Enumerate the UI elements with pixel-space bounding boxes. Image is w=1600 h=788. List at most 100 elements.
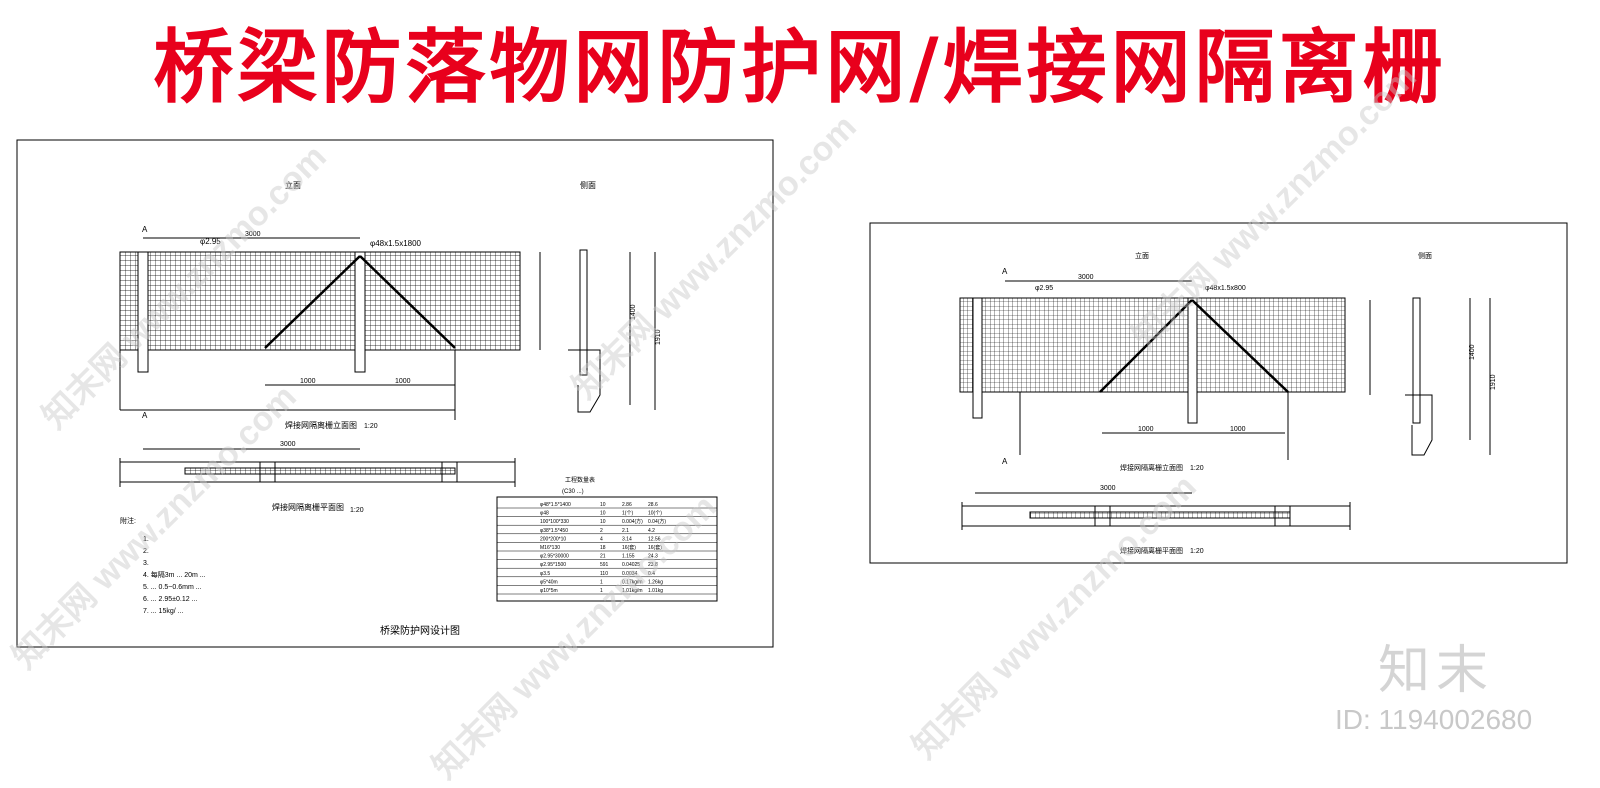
table-cell: 0.4 [648,571,655,577]
table-cell: φ2.95*30000 [540,554,569,560]
svg-text:焊接网隔离栅立面图: 焊接网隔离栅立面图 [1120,463,1183,472]
svg-text:1:20: 1:20 [1190,548,1204,555]
table-cell: 1.26kg [648,579,663,585]
svg-text:2.: 2. [143,548,149,555]
svg-text:A: A [142,225,148,234]
notes-list: 1. 2. 3. 4. 每隔3m ... 20m ... 5. ... 0.5~… [143,536,206,615]
svg-text:7. ... 15kg/ ...: 7. ... 15kg/ ... [143,608,184,615]
svg-text:6. ... 2.95±0.12 ...: 6. ... 2.95±0.12 ... [143,596,197,603]
table-cell: 1(个) [622,511,633,517]
table-cell: 10(个) [648,511,662,517]
elevation-caption: 焊接网隔离栅立面图 [285,420,357,430]
table-cell: φ38*1.5*450 [540,528,568,534]
svg-text:φ48x1.5x800: φ48x1.5x800 [1205,285,1246,292]
table-cell: φ3.5 [540,571,550,577]
table-cell: 2.1 [622,528,629,534]
table-cell: 10 [600,519,606,525]
left-sheet: 立面 侧面 3000 1000 1000 φ2.95 φ48x1.5x1800 … [16,139,774,648]
svg-text:A: A [142,411,148,420]
svg-text:1910: 1910 [655,329,662,345]
table-cell: 23.8 [648,562,658,568]
right-sheet: 立面 侧面 3000 1000 1000 φ2.95 φ48x1.5x800 A… [869,222,1568,564]
table-cell: 0.0034 [622,571,638,577]
table-cell: 591 [600,562,609,568]
table-cell: 28.6 [648,502,658,508]
fence-post [137,251,149,373]
svg-text:焊接网隔离栅平面图: 焊接网隔离栅平面图 [1120,546,1183,555]
table-cell: 0.04(方) [648,518,666,525]
table-cell: 200*200*10 [540,536,566,542]
table-cell: 16(套) [648,544,662,551]
svg-text:立面: 立面 [1135,251,1149,260]
table-cell: 0.004(方) [622,518,643,525]
table-cell: 10 [600,511,606,517]
sheet-frame [869,222,1568,564]
table-cell: 1 [600,579,603,585]
svg-text:1910: 1910 [1490,374,1497,390]
quantity-table [496,496,718,602]
elevation-scale: 1:20 [364,423,378,430]
sheet-frame [16,139,774,648]
brace [264,255,456,349]
elevation-label: 立面 [285,180,301,190]
svg-text:附注:: 附注: [120,516,136,525]
svg-text:5. ... 0.5~0.6mm ...: 5. ... 0.5~0.6mm ... [143,584,202,591]
table-cell: 1 [600,588,603,594]
svg-text:1000: 1000 [395,378,411,385]
table-cell: 110 [600,571,608,577]
svg-text:φ48x1.5x1800: φ48x1.5x1800 [370,239,422,248]
table-cell: φ2.95*1500 [540,562,566,568]
svg-text:1000: 1000 [300,378,316,385]
table-cell: 18 [600,545,606,551]
svg-text:A: A [1002,267,1008,276]
table-cell: 0.04025 [622,562,640,568]
table-cell: 100*100*330 [540,519,569,525]
table-cell: 21 [600,554,606,560]
svg-text:3000: 3000 [1100,485,1116,492]
table-cell: 24.3 [648,554,658,560]
table-cell: 4.2 [648,528,655,534]
table-cell: 0.17kg/m [622,579,643,585]
table-cell: φ48*1.5*1400 [540,502,571,508]
table-cell: M16*130 [540,545,560,551]
svg-text:1400: 1400 [1469,344,1476,360]
svg-text:φ2.95: φ2.95 [200,237,221,246]
fence-post [354,251,366,373]
table-cell: 1.155 [622,554,635,560]
svg-text:3000: 3000 [1078,274,1094,281]
svg-text:φ2.95: φ2.95 [1035,285,1053,292]
table-cell: 10 [600,502,606,508]
plan-scale: 1:20 [350,507,364,514]
table-cell: φ48 [540,511,549,517]
svg-text:1000: 1000 [1138,426,1154,433]
table-cell: 1.01kg [648,588,663,594]
table-cell: φ5*40m [540,579,558,585]
table-cell: 4 [600,536,603,542]
table-cell: 16(套) [622,544,636,551]
svg-text:4. 每隔3m ... 20m ...: 4. 每隔3m ... 20m ... [143,570,206,579]
table-cell: φ10*5m [540,588,558,594]
sheet-name: 桥梁防护网设计图 [380,624,460,637]
svg-text:A: A [1002,457,1008,466]
brand-logo: 知末 [1378,641,1495,701]
svg-text:(C30 ...): (C30 ...) [562,489,584,495]
table-cell: 3.14 [622,536,632,542]
side-label: 侧面 [580,180,596,190]
svg-text:1000: 1000 [1230,426,1246,433]
table-cell: 2 [600,528,603,534]
table-cell: 2.86 [622,502,632,508]
plan-caption: 焊接网隔离栅平面图 [272,502,344,512]
table-cell: 1.01kg/m [622,588,643,594]
page-title: 桥梁防落物网防护网/焊接网隔离栅 [153,21,1447,114]
svg-text:1:20: 1:20 [1190,465,1204,472]
svg-text:1.: 1. [143,536,149,543]
svg-text:3.: 3. [143,560,149,567]
svg-text:工程数量表: 工程数量表 [565,476,595,484]
svg-text:1400: 1400 [630,304,637,320]
svg-text:3000: 3000 [245,231,261,238]
table-cell: 12.56 [648,536,661,542]
svg-text:3000: 3000 [280,441,296,448]
svg-text:侧面: 侧面 [1418,251,1432,260]
fence-mesh [119,251,521,351]
